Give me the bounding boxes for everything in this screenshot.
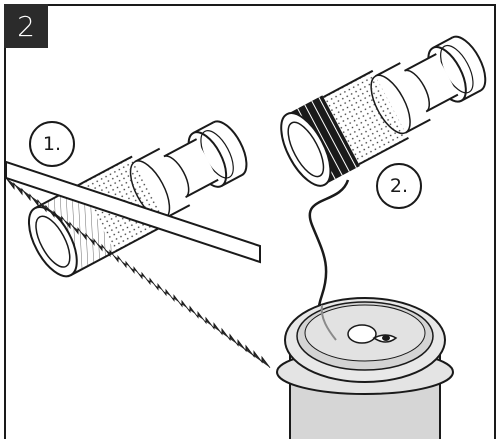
step-number-badge: 2 — [4, 4, 48, 48]
saw-blade-icon — [6, 160, 271, 368]
frame-right-border — [494, 4, 496, 439]
can-icon — [276, 297, 454, 439]
frame-top-border — [4, 4, 496, 6]
callout-step-2: 2. — [376, 163, 422, 209]
hose-fitting-icon — [280, 35, 487, 187]
frame-left-border — [4, 4, 6, 439]
callout-step-1: 1. — [29, 121, 75, 167]
